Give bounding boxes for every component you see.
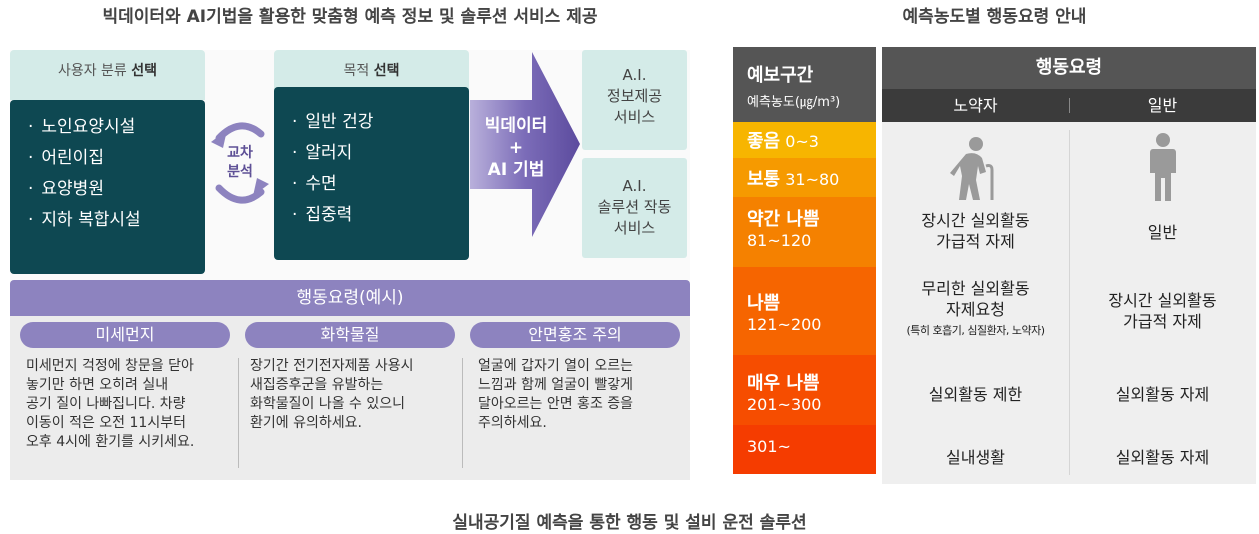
action-desc-chemicals: 장기간 전기전자제품 사용시 새집증후군을 유발하는 화학물질이 나올 수 있으… (250, 357, 455, 433)
level-head-sub: 예측농도(㎍/m³) (747, 95, 841, 110)
desc-line: 장기간 전기전자제품 사용시 (250, 358, 414, 374)
purpose-box: 목적 선택 일반 건강 알러지 수면 집중력 (274, 50, 469, 260)
action-pill-chemicals: 화학물질 (245, 322, 455, 348)
row3-general: 실외활동 자제 (1115, 385, 1210, 404)
service-line: 서비스 (613, 108, 656, 126)
action-desc-fine-dust: 미세먼지 걱정에 창문을 닫아 놓기만 하면 오히려 실내 공기 질이 나빠집니… (26, 357, 231, 452)
list-item: 수면 (292, 169, 469, 200)
list-item: 집중력 (292, 200, 469, 231)
desc-line: 달아오르는 안면 홍조 증을 (478, 396, 634, 412)
divider (238, 358, 239, 468)
desc-line: 느낌과 함께 얼굴이 빨갛게 (478, 377, 634, 393)
desc-line: 새집증후군을 유발하는 (250, 377, 384, 393)
desc-line: 오후 4시에 환기를 시키세요. (26, 434, 195, 450)
cross-analysis-label: 교차 분석 (212, 144, 268, 182)
user-classification-box: 사용자 분류 선택 노인요양시설 어린이집 요양병원 지하 복합시설 (10, 50, 205, 274)
user-box-list: 노인요양시설 어린이집 요양병원 지하 복합시설 (10, 100, 205, 274)
action-example-title: 행동요령(예시) (10, 280, 690, 316)
bottom-caption: 실내공기질 예측을 통한 행동 및 설비 운전 솔루션 (452, 513, 807, 533)
cross-label-line: 분석 (227, 164, 253, 180)
big-arrow-line: + (508, 138, 524, 158)
col-general: 일반 (1147, 96, 1178, 115)
list-item: 어린이집 (28, 143, 205, 174)
user-box-header: 사용자 분류 선택 (10, 50, 205, 100)
service-line: 정보제공 (606, 87, 663, 105)
list-item: 요양병원 (28, 174, 205, 205)
list-item: 지하 복합시설 (28, 205, 205, 236)
action-pill-flushing: 안면홍조 주의 (470, 322, 680, 348)
row4-elderly: 실내생활 (946, 448, 1005, 467)
list-item: 노인요양시설 (28, 112, 205, 143)
divider (1069, 98, 1070, 113)
big-arrow-label: 빅데이터 + AI 기법 (470, 115, 562, 181)
list-item: 일반 건강 (292, 107, 469, 138)
col-elderly: 노약자 (953, 96, 998, 115)
big-arrow-line: AI 기법 (487, 160, 545, 180)
cross-analysis-arrows-icon (211, 122, 269, 204)
level-normal: 보통 31~80 (733, 158, 876, 197)
purpose-box-head-prefix: 목적 (343, 63, 370, 79)
desc-line: 공기 질이 나빠집니다. 차량 (26, 396, 186, 412)
cross-label-line: 교차 (227, 145, 253, 161)
level-slightly-bad: 약간 나쁨 81~120 (733, 197, 876, 267)
purpose-box-head-bold: 선택 (373, 63, 400, 79)
action-column-header: 행동요령 (882, 47, 1256, 89)
user-box-head-prefix: 사용자 분류 (57, 63, 127, 79)
level-head-title: 예보구간 (747, 65, 814, 86)
action-pill-fine-dust: 미세먼지 (20, 322, 230, 348)
row3-elderly: 실외활동 제한 (928, 385, 1023, 404)
row2-elderly: 무리한 실외활동 자제요청 (특히 호흡기, 심질환자, 노약자) (906, 279, 1045, 337)
action-desc-flushing: 얼굴에 갑자기 열이 오르는 느낌과 함께 얼굴이 빨갛게 달아오르는 안면 홍… (478, 357, 683, 433)
action-subheader: 노약자 일반 (882, 89, 1256, 122)
level-column: 예보구간 예측농도(㎍/m³) 좋음 0~3 보통 31~80 약간 나쁨 81… (733, 47, 876, 474)
desc-line: 놓기만 하면 오히려 실내 (26, 377, 169, 393)
row1-general: 일반 (1147, 223, 1178, 242)
desc-line: 미세먼지 걱정에 창문을 닫아 (26, 358, 194, 374)
desc-line: 이동이 적은 오전 11시부터 (26, 415, 186, 431)
left-title: 빅데이터와 AI기법을 활용한 맞춤형 예측 정보 및 솔루션 서비스 제공 (102, 7, 598, 27)
level-very-bad: 매우 나쁨 201~300 (733, 355, 876, 425)
elderly-person-icon (950, 137, 994, 200)
row1-elderly: 장시간 실외활동 가급적 자제 (921, 211, 1030, 251)
service-line: A.I. (622, 177, 647, 195)
divider (462, 358, 463, 468)
big-arrow-line: 빅데이터 (484, 116, 548, 136)
service-line: 서비스 (613, 219, 656, 237)
row2-general: 장시간 실외활동 가급적 자제 (1108, 291, 1217, 331)
list-item: 알러지 (292, 138, 469, 169)
desc-line: 화학물질이 나올 수 있으니 (250, 396, 406, 412)
level-bad: 나쁨 121~200 (733, 267, 876, 355)
right-title: 예측농도별 행동요령 안내 (902, 7, 1087, 27)
service-info: A.I. 정보제공 서비스 (582, 50, 687, 150)
row4-general: 실외활동 자제 (1115, 448, 1210, 467)
desc-line: 환기에 유의하세요. (250, 415, 362, 431)
general-person-icon (1150, 133, 1176, 201)
user-box-head-bold: 선택 (131, 63, 158, 79)
level-column-header: 예보구간 예측농도(㎍/m³) (733, 47, 876, 122)
divider (1069, 130, 1070, 475)
service-line: A.I. (622, 66, 647, 84)
desc-line: 주의하세요. (478, 415, 547, 431)
big-arrow-shape (470, 52, 580, 237)
desc-line: 얼굴에 갑자기 열이 오르는 (478, 358, 634, 374)
service-solution: A.I. 솔루션 작동 서비스 (582, 158, 687, 258)
level-good: 좋음 0~3 (733, 122, 876, 158)
level-extreme: 301~ (733, 425, 876, 474)
purpose-box-list: 일반 건강 알러지 수면 집중력 (274, 87, 469, 260)
service-line: 솔루션 작동 (597, 198, 672, 216)
